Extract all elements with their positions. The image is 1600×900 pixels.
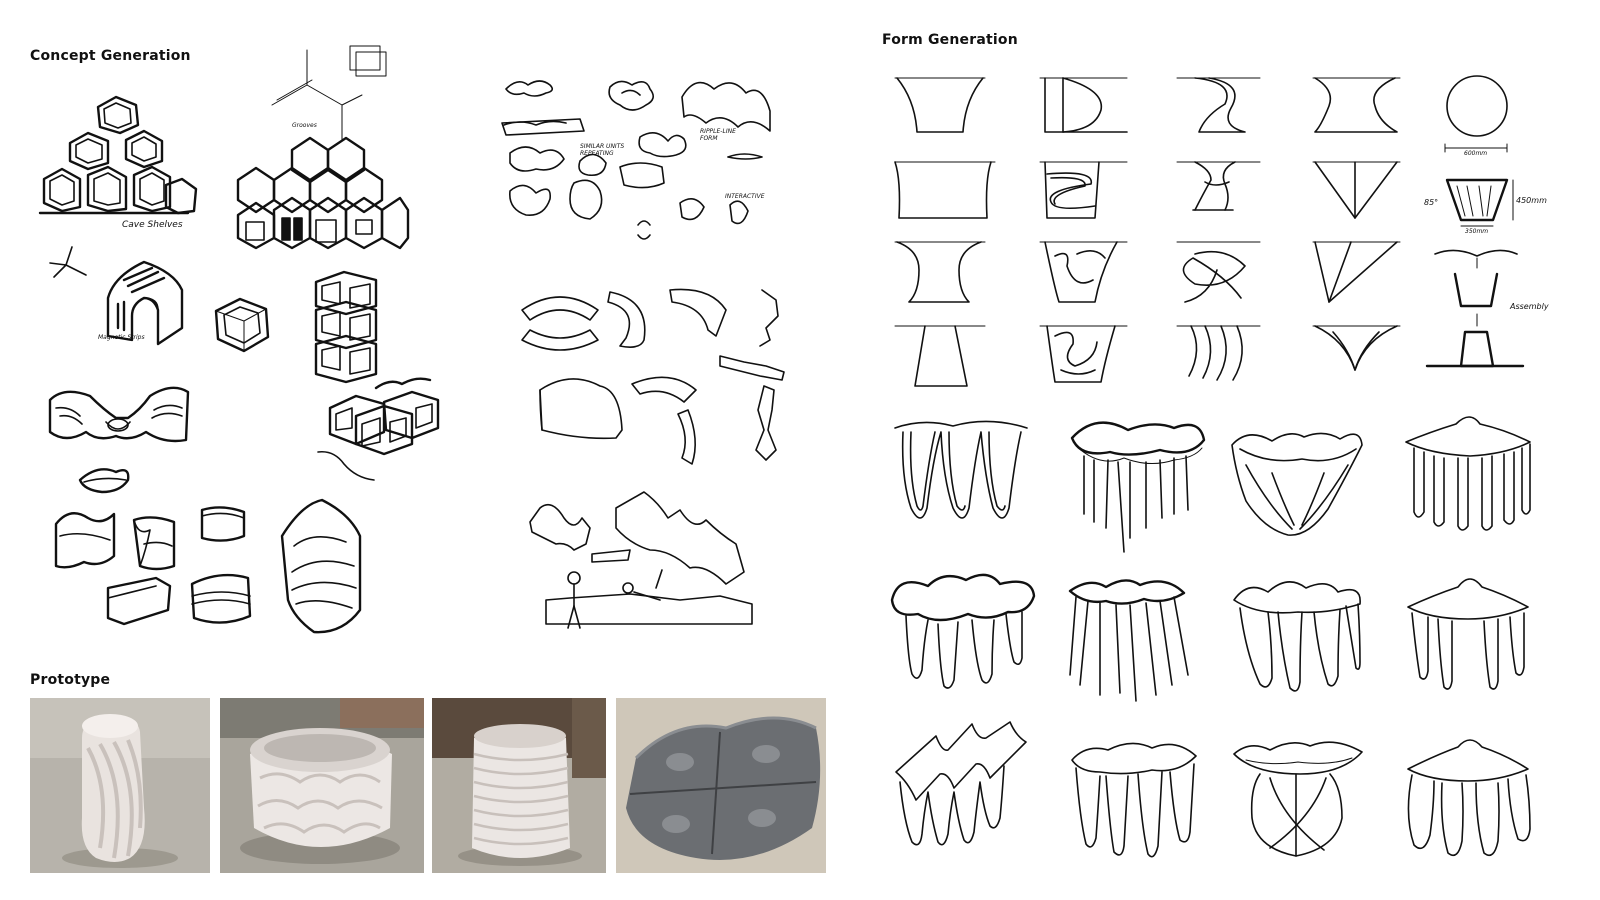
stool-sketch-4 [1405,416,1531,531]
stool-sketch-12 [1407,739,1531,857]
magnetic-module-sketch [106,260,184,346]
stool-sketch-10 [1071,742,1197,858]
wavy-blocks-sketch [54,498,362,634]
interactive-note: INTERACTIVE [725,193,765,200]
prototype-photo-woven-bowl [220,698,424,873]
stool-sketch-3 [1231,432,1363,536]
joint-sketch [49,246,87,278]
prototype-photo-twisted-stool [30,698,210,873]
stool-sketch-7 [1233,581,1361,692]
cave-shelves-note: Cave Shelves [122,220,183,230]
height-note: 450mm [1516,196,1547,205]
stool-sketch-11 [1233,741,1363,857]
stool-sketch-6 [1068,579,1189,702]
hexagon-shelves-sketch [236,45,410,250]
ripple-line-note: RIPPLE-LINE FORM [700,128,736,142]
curved-seat-sketch [48,386,190,494]
landscape-seating-sketch [529,491,753,629]
prototype-heading: Prototype [30,672,111,688]
base-width-note: 350mm [1465,228,1489,235]
stool-sketch-2 [1070,421,1206,553]
arc-seating-sketch [521,288,785,465]
stool-sketch-9 [895,721,1027,846]
form-profiles-grid [894,75,1525,387]
stacked-modules-sketch [314,270,378,384]
concept-generation-heading: Concept Generation [30,48,191,64]
connected-modules-sketch [317,377,440,481]
grooves-note: Grooves [292,122,317,129]
form-generation-heading: Form Generation [882,32,1018,48]
similar-units-note: SIMILAR UNITS REPEATING [580,143,625,157]
cave-shelves-sketch [38,95,198,215]
cube-module-sketch [214,297,270,353]
stool-sketch-5 [890,573,1036,689]
stool-sketch-1 [894,420,1028,519]
assembly-note: Assembly [1510,302,1549,311]
organic-forms-sketch [501,80,771,240]
prototype-photo-grey-tiles [616,698,826,873]
angle-note: 85° [1424,198,1439,207]
diameter-note: 600mm [1464,150,1488,157]
magnetic-strips-note: Magnetic Strips [98,334,145,341]
stool-sketch-8 [1407,578,1529,690]
prototype-photo-coiled-vessel [432,698,606,873]
